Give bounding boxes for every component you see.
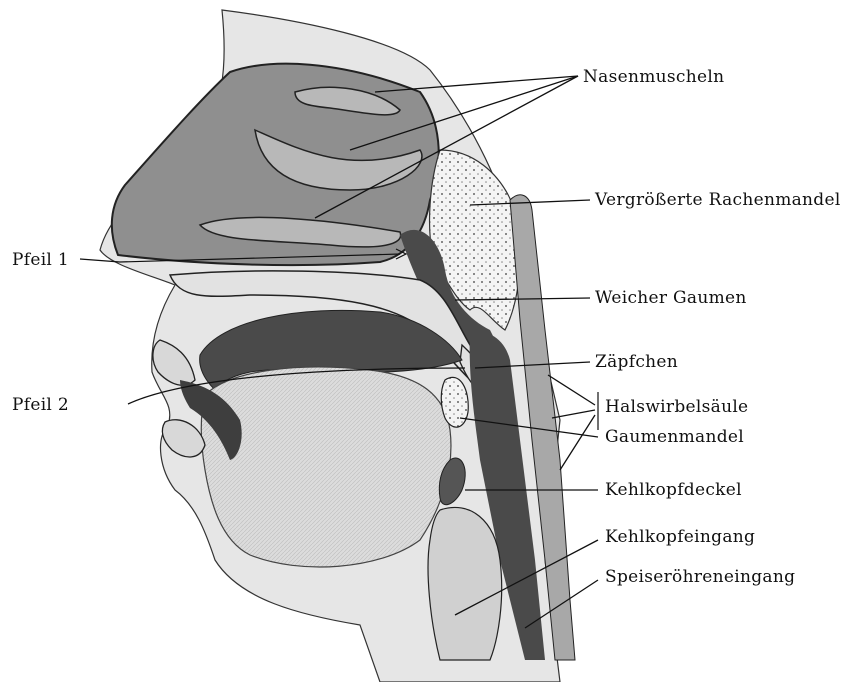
label-zaepfchen: Zäpfchen xyxy=(595,352,678,372)
label-pfeil2: Pfeil 2 xyxy=(12,395,69,415)
label-halswirbelsaeule: Halswirbelsäule xyxy=(605,397,748,417)
label-weicher-gaumen: Weicher Gaumen xyxy=(595,288,747,308)
larynx xyxy=(428,507,502,660)
label-kehlkopfeingang: Kehlkopfeingang xyxy=(605,527,755,547)
label-kehlkopfdeckel: Kehlkopfdeckel xyxy=(605,480,742,500)
label-pfeil1: Pfeil 1 xyxy=(12,250,69,270)
label-rachenmandel: Vergrößerte Rachenmandel xyxy=(594,190,841,210)
label-gaumenmandel: Gaumenmandel xyxy=(605,427,744,447)
label-nasenmuscheln: Nasenmuscheln xyxy=(583,67,724,87)
tongue xyxy=(201,367,451,567)
leader-halswirbel-3 xyxy=(560,415,595,470)
label-speiseroehreneingang: Speiseröhreneingang xyxy=(605,567,795,587)
